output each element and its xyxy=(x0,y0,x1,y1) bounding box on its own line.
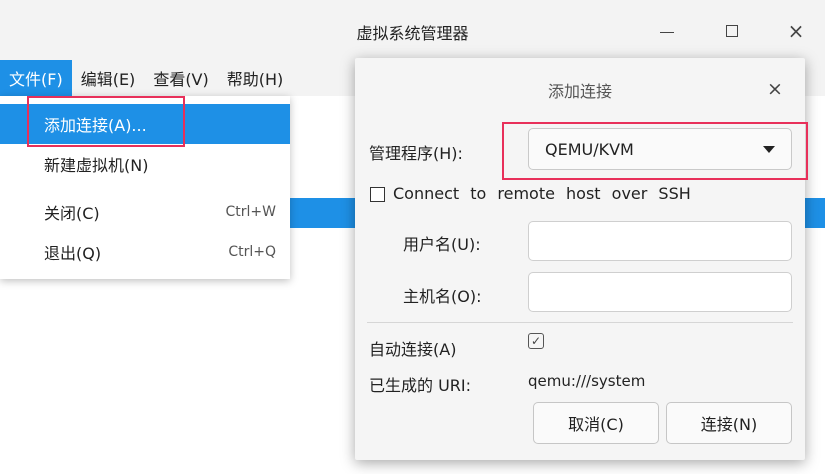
dialog-close-button[interactable]: × xyxy=(760,74,790,104)
minimize-button[interactable] xyxy=(652,16,682,46)
add-connection-dialog: 添加连接 × 管理程序(H): QEMU/KVM Connect to remo… xyxy=(355,58,805,460)
dropdown-arrow-icon xyxy=(763,145,775,153)
ssh-checkbox[interactable] xyxy=(370,187,385,202)
hypervisor-select[interactable]: QEMU/KVM xyxy=(528,128,792,170)
menu-edit[interactable]: 编辑(E) xyxy=(80,70,136,89)
hypervisor-label: 管理程序(H): xyxy=(369,144,463,163)
menu-view[interactable]: 查看(V) xyxy=(153,70,209,89)
uri-label: 已生成的 URI: xyxy=(369,376,472,395)
ssh-checkbox-label: Connect to remote host over SSH xyxy=(393,184,691,203)
menu-item-close[interactable]: 关闭(C) Ctrl+W xyxy=(0,192,290,232)
titlebar: 虚拟系统管理器 × xyxy=(0,0,825,60)
hostname-field[interactable] xyxy=(528,272,792,312)
maximize-icon xyxy=(726,25,738,37)
menu-item-label: 添加连接(A)... xyxy=(44,116,147,135)
hostname-label: 主机名(O): xyxy=(403,287,482,306)
menu-item-label: 退出(Q) xyxy=(44,244,102,263)
file-menu-dropdown: 添加连接(A)... 新建虚拟机(N) 关闭(C) Ctrl+W 退出(Q) C… xyxy=(0,96,290,279)
minimize-icon xyxy=(660,31,674,33)
uri-value: qemu:///system xyxy=(528,372,646,390)
close-icon: × xyxy=(767,78,783,100)
autoconnect-checkbox[interactable]: ✓ xyxy=(528,333,544,349)
menu-item-add-connection[interactable]: 添加连接(A)... xyxy=(0,104,290,144)
menu-item-label: 新建虚拟机(N) xyxy=(44,156,149,175)
hypervisor-select-value: QEMU/KVM xyxy=(545,139,634,159)
username-label: 用户名(U): xyxy=(403,235,481,254)
close-icon: × xyxy=(787,19,805,43)
dialog-title: 添加连接 xyxy=(547,82,612,101)
checkmark-icon: ✓ xyxy=(530,334,542,348)
menu-item-shortcut: Ctrl+W xyxy=(225,204,276,220)
maximize-button[interactable] xyxy=(717,16,747,46)
cancel-button[interactable]: 取消(C) xyxy=(533,402,659,444)
username-field[interactable] xyxy=(528,221,792,261)
dialog-divider xyxy=(367,322,793,323)
menu-item-new-vm[interactable]: 新建虚拟机(N) xyxy=(0,144,290,184)
connect-button[interactable]: 连接(N) xyxy=(666,402,792,444)
menu-item-quit[interactable]: 退出(Q) Ctrl+Q xyxy=(0,232,290,272)
autoconnect-label: 自动连接(A) xyxy=(369,340,457,359)
menu-help[interactable]: 帮助(H) xyxy=(226,70,284,89)
window-title: 虚拟系统管理器 xyxy=(356,24,469,43)
menu-file[interactable]: 文件(F) xyxy=(0,60,72,96)
menu-item-label: 关闭(C) xyxy=(44,204,100,223)
close-window-button[interactable]: × xyxy=(781,16,811,46)
menu-item-shortcut: Ctrl+Q xyxy=(228,244,276,260)
